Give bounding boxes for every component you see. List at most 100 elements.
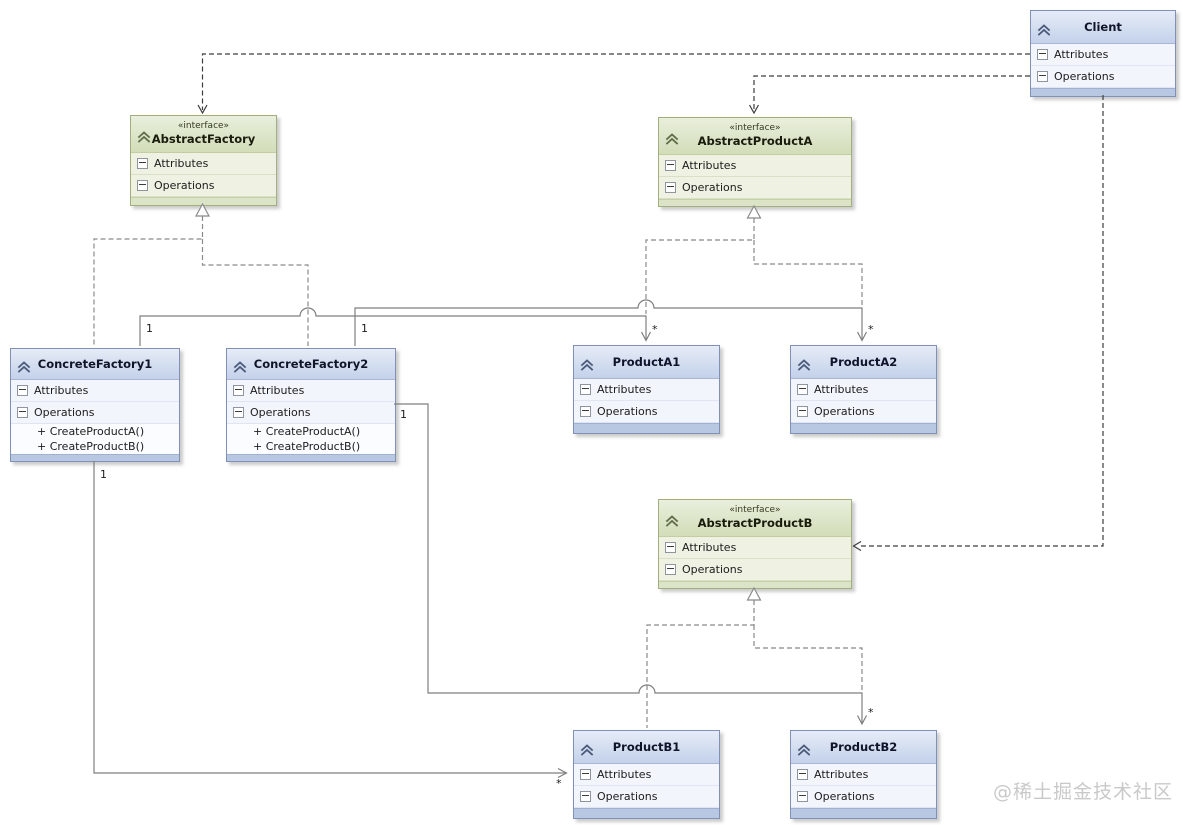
open-arrowhead-icon xyxy=(856,331,868,342)
collapse-minus-icon[interactable] xyxy=(233,407,244,418)
class-box-abstract-product-a[interactable]: «interface» AbstractProductA Attributes … xyxy=(658,117,852,207)
realization-productb1-abstractproductb xyxy=(646,600,755,728)
class-footer xyxy=(574,423,719,433)
collapse-chevron-icon[interactable] xyxy=(665,512,679,527)
association-concretefactory1-producta1 xyxy=(139,307,647,346)
class-title: ProductA1 xyxy=(612,355,681,369)
collapse-minus-icon[interactable] xyxy=(580,384,591,395)
collapse-chevron-icon[interactable] xyxy=(1037,21,1051,36)
attributes-row[interactable]: Attributes xyxy=(227,380,395,402)
attributes-label: Attributes xyxy=(597,768,652,781)
collapse-chevron-icon[interactable] xyxy=(17,358,31,373)
operations-row[interactable]: Operations xyxy=(659,177,851,199)
operations-row[interactable]: Operations xyxy=(659,559,851,581)
class-box-abstract-factory[interactable]: «interface» AbstractFactory Attributes O… xyxy=(130,115,277,206)
collapse-minus-icon[interactable] xyxy=(665,182,676,193)
attributes-row[interactable]: Attributes xyxy=(659,155,851,177)
collapse-minus-icon[interactable] xyxy=(17,407,28,418)
class-footer xyxy=(659,199,851,206)
collapse-minus-icon[interactable] xyxy=(797,384,808,395)
class-box-product-a2[interactable]: ProductA2 Attributes Operations xyxy=(790,345,937,434)
class-header: ConcreteFactory1 xyxy=(11,349,179,380)
collapse-minus-icon[interactable] xyxy=(233,385,244,396)
operation-item[interactable]: + CreateProductB() xyxy=(11,439,179,454)
class-footer xyxy=(659,581,851,588)
association-concretefactory1-productb1 xyxy=(93,461,565,774)
collapse-minus-icon[interactable] xyxy=(137,158,148,169)
collapse-minus-icon[interactable] xyxy=(665,160,676,171)
operations-label: Operations xyxy=(682,181,743,194)
collapse-chevron-icon[interactable] xyxy=(797,356,811,371)
operation-item[interactable]: + CreateProductA() xyxy=(11,424,179,439)
operation-item[interactable]: + CreateProductB() xyxy=(227,439,395,454)
operations-row[interactable]: Operations xyxy=(574,786,719,808)
class-header: «interface» AbstractFactory xyxy=(131,116,276,153)
multiplicity-label: * xyxy=(556,777,562,790)
operations-row[interactable]: Operations xyxy=(11,402,179,424)
class-box-concrete-factory2[interactable]: ConcreteFactory2 Attributes Operations +… xyxy=(226,348,396,462)
operations-row[interactable]: Operations xyxy=(131,175,276,197)
collapse-minus-icon[interactable] xyxy=(580,791,591,802)
attributes-row[interactable]: Attributes xyxy=(791,764,936,786)
class-box-product-b1[interactable]: ProductB1 Attributes Operations xyxy=(573,730,720,819)
multiplicity-label: 1 xyxy=(400,408,407,421)
collapse-chevron-icon[interactable] xyxy=(797,741,811,756)
collapse-minus-icon[interactable] xyxy=(797,406,808,417)
collapse-chevron-icon[interactable] xyxy=(580,741,594,756)
realization-producta2-abstractproducta xyxy=(753,240,863,306)
class-footer xyxy=(11,454,179,461)
collapse-minus-icon[interactable] xyxy=(17,385,28,396)
class-title: AbstractProductA xyxy=(697,134,813,149)
attributes-row[interactable]: Attributes xyxy=(791,379,936,401)
operation-item[interactable]: + CreateProductA() xyxy=(227,424,395,439)
collapse-minus-icon[interactable] xyxy=(665,542,676,553)
operations-label: Operations xyxy=(597,405,658,418)
collapse-chevron-icon[interactable] xyxy=(580,356,594,371)
dependency-client-abstractproductb xyxy=(858,95,1104,547)
attributes-label: Attributes xyxy=(1054,48,1109,61)
collapse-minus-icon[interactable] xyxy=(797,791,808,802)
collapse-minus-icon[interactable] xyxy=(580,769,591,780)
operations-row[interactable]: Operations xyxy=(1031,66,1175,88)
operations-row[interactable]: Operations xyxy=(227,402,395,424)
open-arrowhead-icon xyxy=(852,540,862,552)
class-footer xyxy=(791,808,936,818)
collapse-minus-icon[interactable] xyxy=(797,769,808,780)
class-box-abstract-product-b[interactable]: «interface» AbstractProductB Attributes … xyxy=(658,499,852,589)
class-box-product-a1[interactable]: ProductA1 Attributes Operations xyxy=(573,345,720,434)
multiplicity-label: * xyxy=(868,706,874,719)
triangle-arrowhead-icon xyxy=(746,586,762,601)
attributes-row[interactable]: Attributes xyxy=(574,379,719,401)
dependency-lines xyxy=(201,53,1104,547)
class-footer xyxy=(791,423,936,433)
attributes-label: Attributes xyxy=(34,384,89,397)
collapse-chevron-icon[interactable] xyxy=(665,130,679,145)
attributes-row[interactable]: Attributes xyxy=(574,764,719,786)
class-footer xyxy=(131,197,276,205)
attributes-row[interactable]: Attributes xyxy=(1031,44,1175,66)
collapse-minus-icon[interactable] xyxy=(1037,49,1048,60)
class-box-product-b2[interactable]: ProductB2 Attributes Operations xyxy=(790,730,937,819)
attributes-row[interactable]: Attributes xyxy=(131,153,276,175)
open-arrowhead-icon xyxy=(640,331,652,342)
collapse-minus-icon[interactable] xyxy=(665,564,676,575)
attributes-row[interactable]: Attributes xyxy=(11,380,179,402)
dependency-client-abstractproducta xyxy=(753,75,1030,110)
class-box-concrete-factory1[interactable]: ConcreteFactory1 Attributes Operations +… xyxy=(10,348,180,462)
collapse-minus-icon[interactable] xyxy=(137,180,148,191)
class-header: «interface» AbstractProductB xyxy=(659,500,851,537)
operations-row[interactable]: Operations xyxy=(791,401,936,423)
operations-row[interactable]: Operations xyxy=(574,401,719,423)
operations-row[interactable]: Operations xyxy=(791,786,936,808)
attributes-label: Attributes xyxy=(814,768,869,781)
collapse-minus-icon[interactable] xyxy=(1037,71,1048,82)
collapse-chevron-icon[interactable] xyxy=(233,358,247,373)
multiplicity-label: 1 xyxy=(100,468,107,481)
class-box-client[interactable]: Client Attributes Operations xyxy=(1030,10,1176,97)
class-footer xyxy=(227,454,395,461)
attributes-row[interactable]: Attributes xyxy=(659,537,851,559)
operations-label: Operations xyxy=(250,406,311,419)
collapse-chevron-icon[interactable] xyxy=(137,128,151,143)
collapse-minus-icon[interactable] xyxy=(580,406,591,417)
